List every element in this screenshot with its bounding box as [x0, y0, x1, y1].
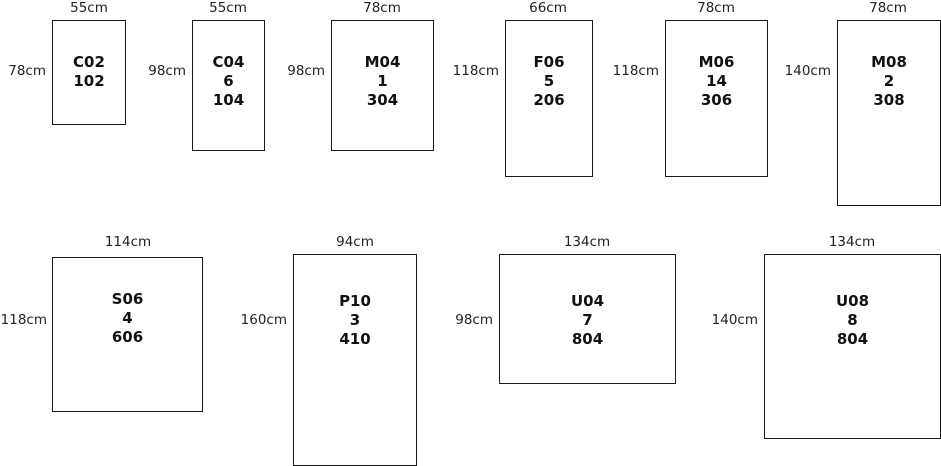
panel-width-label: 134cm	[828, 234, 876, 250]
panel-width-label: 134cm	[563, 234, 611, 250]
panel-box-f06: F06 5 206	[505, 20, 593, 177]
panel-quantity: 7	[582, 311, 593, 329]
panel-height-label: 118cm	[452, 63, 499, 79]
panel-height-label: 140cm	[711, 312, 758, 328]
panel-height-label: 118cm	[612, 63, 659, 79]
panel-height-label: 98cm	[455, 312, 493, 328]
panel-model-code: C04	[212, 53, 245, 71]
panel-width-label: 78cm	[869, 0, 907, 16]
panel-model-code: S06	[111, 290, 144, 308]
panel-width-label: 94cm	[336, 234, 374, 250]
panel-model-code: C02	[73, 53, 105, 71]
panel-width-label: 114cm	[104, 234, 152, 250]
panel-model-code: U04	[570, 292, 605, 310]
panel-box-m06: M06 14 306	[665, 20, 768, 177]
panel-code: 206	[533, 91, 565, 109]
panel-width-label: 78cm	[697, 0, 735, 16]
panel-height-label: 140cm	[784, 63, 831, 79]
panel-model-code: P10	[339, 292, 371, 310]
panel-width-label: 55cm	[70, 0, 108, 16]
panel-codes: U04 7 804	[500, 292, 675, 349]
panel-width-label: 78cm	[363, 0, 401, 16]
panel-codes: M06 14 306	[666, 53, 767, 110]
panel-model-code: F06	[533, 53, 565, 71]
panel-codes: P10 3 410	[294, 292, 416, 349]
panel-height-label: 118cm	[0, 312, 47, 328]
panel-box-m08: M08 2 308	[837, 20, 941, 206]
panel-codes: U08 8 804	[765, 292, 940, 349]
panel-codes: C04 6 104	[193, 53, 264, 110]
panel-quantity: 5	[543, 72, 555, 90]
panel-box-u04: U04 7 804	[499, 254, 676, 384]
panel-width-label: 55cm	[209, 0, 247, 16]
panel-height-label: 160cm	[240, 312, 287, 328]
panel-codes: M08 2 308	[838, 53, 940, 110]
panel-codes: M04 1 304	[332, 53, 433, 110]
panel-width-label: 66cm	[529, 0, 567, 16]
panel-code: 804	[571, 330, 604, 348]
panel-code: 104	[212, 91, 245, 109]
panel-code: 606	[111, 328, 144, 346]
panel-quantity: 1	[377, 72, 388, 90]
panel-codes: S06 4 606	[53, 290, 202, 347]
panel-height-label: 98cm	[287, 63, 325, 79]
panel-model-code: M06	[698, 53, 735, 71]
panel-codes: F06 5 206	[506, 53, 592, 110]
panel-box-p10: P10 3 410	[293, 254, 417, 466]
panel-box-m04: M04 1 304	[331, 20, 434, 151]
panel-model-code: U08	[835, 292, 870, 310]
panel-model-code: M08	[871, 53, 907, 71]
panel-box-u08: U08 8 804	[764, 254, 941, 439]
panel-model-code: M04	[364, 53, 401, 71]
panel-quantity: 4	[122, 309, 133, 327]
panel-box-c02: C02 102	[52, 20, 126, 125]
panel-code: 804	[836, 330, 869, 348]
panel-height-label: 78cm	[8, 63, 46, 79]
panel-code: 410	[339, 330, 371, 348]
panel-codes: C02 102	[53, 53, 125, 91]
panel-quantity: 3	[349, 311, 361, 329]
panel-code: 308	[873, 91, 905, 109]
panel-quantity: 6	[223, 72, 234, 90]
panel-quantity: 8	[847, 311, 858, 329]
panel-code: 306	[700, 91, 733, 109]
panel-code: 102	[73, 72, 105, 90]
panel-quantity: 2	[883, 72, 895, 90]
panel-quantity: 14	[706, 72, 727, 90]
panel-code: 304	[366, 91, 399, 109]
panel-box-s06: S06 4 606	[52, 257, 203, 412]
panel-height-label: 98cm	[148, 63, 186, 79]
panel-box-c04: C04 6 104	[192, 20, 265, 151]
